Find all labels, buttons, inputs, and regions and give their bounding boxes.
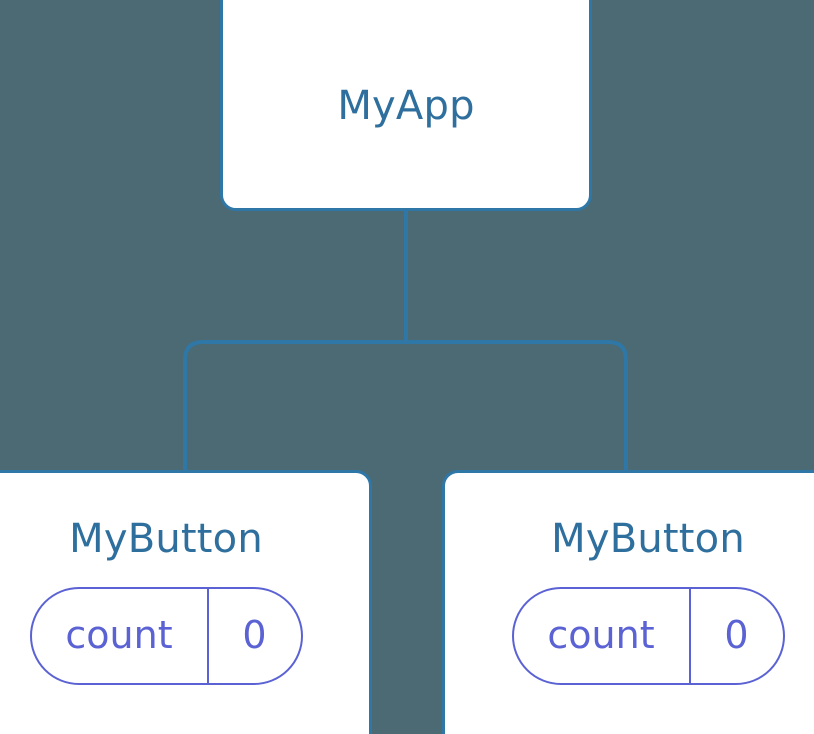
state-pill-child-0[interactable]: count 0 (29, 587, 303, 685)
tree-node-root[interactable]: MyApp (220, 0, 592, 211)
state-value-child-0: 0 (206, 589, 301, 683)
edge-to-child-1 (406, 340, 628, 474)
node-label-child-0: MyButton (69, 516, 263, 562)
tree-node-child-0[interactable]: MyButton count 0 (0, 470, 372, 734)
state-key-child-0: count (65, 612, 173, 657)
node-label-child-1: MyButton (551, 516, 745, 562)
node-label-root: MyApp (337, 82, 475, 129)
state-key-child-1: count (547, 612, 655, 657)
state-value-child-1: 0 (688, 589, 783, 683)
state-pill-child-1[interactable]: count 0 (511, 587, 785, 685)
edge-to-child-0 (183, 340, 406, 474)
tree-node-child-1[interactable]: MyButton count 0 (442, 470, 814, 734)
